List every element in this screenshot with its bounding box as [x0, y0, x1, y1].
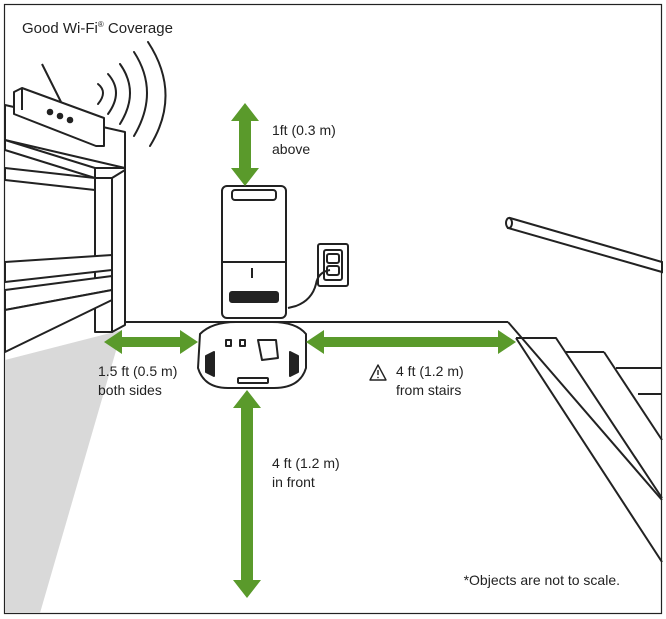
- title-suffix: Coverage: [103, 20, 173, 37]
- label-stairs-text: from stairs: [396, 382, 462, 398]
- label-stairs-distance: 4 ft (1.2 m): [396, 363, 464, 379]
- floor-outline: [122, 321, 663, 501]
- router-icon: [13, 63, 105, 147]
- scale-footnote: *Objects are not to scale.: [463, 572, 620, 588]
- label-sides-distance: 1.5 ft (0.5 m): [98, 363, 178, 379]
- label-stairs: 4 ft (1.2 m) from stairs: [396, 362, 464, 400]
- title-main: Good Wi-Fi: [22, 20, 98, 37]
- handrail-icon: [505, 216, 663, 274]
- wall-shadow: [5, 330, 122, 613]
- page-title: Good Wi-Fi® Coverage: [22, 15, 173, 38]
- arrow-front: [233, 390, 261, 598]
- title-reg-mark: ®: [97, 20, 104, 29]
- label-above-distance: 1ft (0.3 m): [272, 122, 336, 138]
- label-front-distance: 4 ft (1.2 m): [272, 455, 340, 471]
- wifi-waves-icon: [97, 41, 167, 147]
- warning-icon: [369, 364, 387, 381]
- arrow-above: [231, 103, 259, 186]
- label-front-text: in front: [272, 474, 315, 490]
- dock-icon: [197, 185, 307, 389]
- label-above: 1ft (0.3 m) above: [272, 121, 336, 159]
- label-front: 4 ft (1.2 m) in front: [272, 454, 340, 492]
- label-sides-text: both sides: [98, 382, 162, 398]
- label-above-text: above: [272, 141, 311, 157]
- stairs-icon: [515, 337, 663, 563]
- arrow-stairs: [306, 330, 516, 354]
- arrow-sides: [104, 330, 198, 354]
- outlet-icon: [287, 243, 349, 309]
- label-sides: 1.5 ft (0.5 m) both sides: [98, 362, 177, 400]
- shelf-icon: [4, 104, 126, 353]
